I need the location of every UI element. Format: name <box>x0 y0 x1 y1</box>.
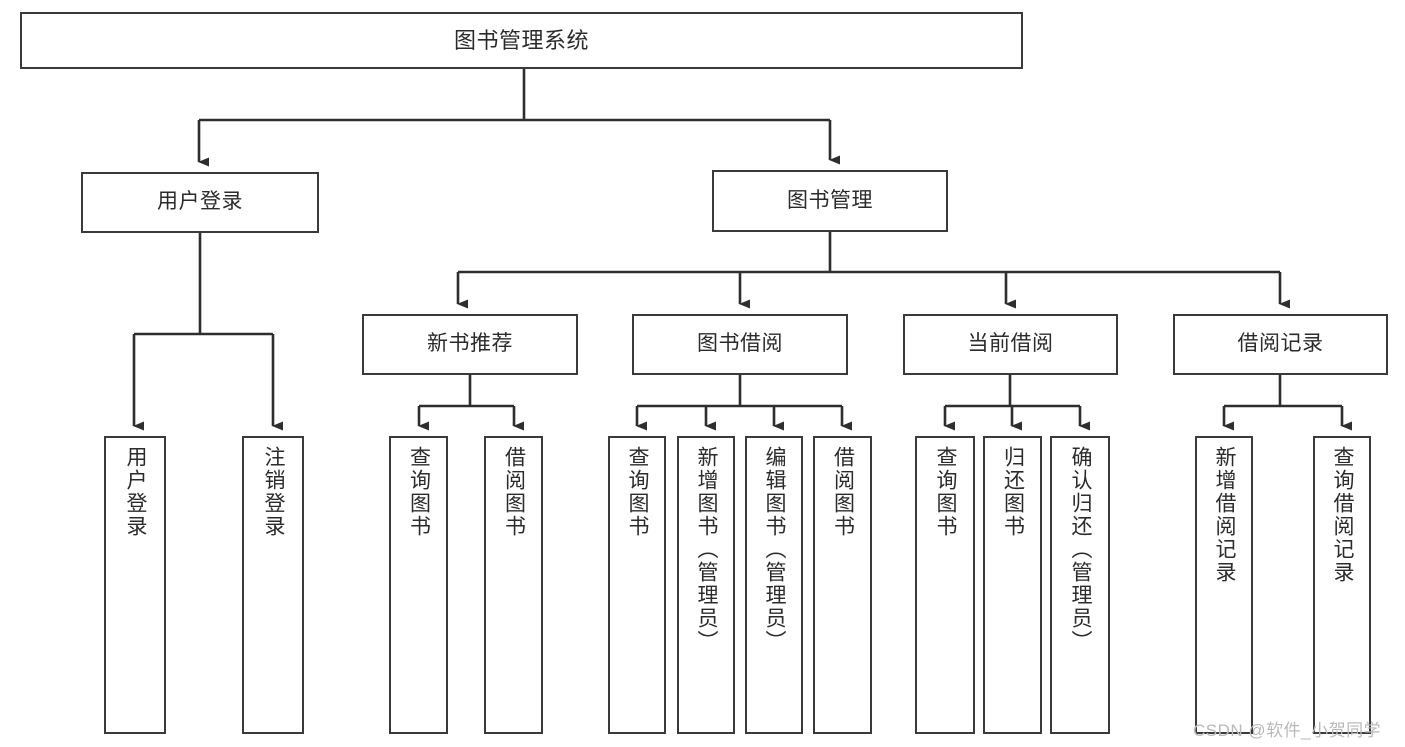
node-label: 新增借阅记录 <box>1213 446 1237 584</box>
node-new-book-recommendation[interactable]: 新书推荐 <box>362 314 578 375</box>
node-book-borrowing[interactable]: 图书借阅 <box>632 314 848 375</box>
node-label: 用户登录 <box>157 190 243 214</box>
node-current-borrowing[interactable]: 当前借阅 <box>903 314 1118 375</box>
node-leaf-borrow-book-recommend[interactable]: 借阅图书 <box>484 436 543 734</box>
node-leaf-user-login[interactable]: 用户登录 <box>104 436 166 734</box>
node-borrowing-record[interactable]: 借阅记录 <box>1173 314 1388 375</box>
node-leaf-query-borrow-record[interactable]: 查询借阅记录 <box>1313 436 1371 734</box>
node-leaf-add-book-admin[interactable]: 新增图书（管理员） <box>677 436 735 734</box>
node-label: 图书借阅 <box>697 332 783 356</box>
node-label: 借阅图书 <box>502 446 526 538</box>
node-label: 查询图书 <box>407 446 431 538</box>
node-leaf-query-book-current[interactable]: 查询图书 <box>915 436 975 734</box>
csdn-watermark: CSDN @软件_小贺同学 <box>1193 721 1382 740</box>
node-leaf-logout[interactable]: 注销登录 <box>242 436 304 734</box>
node-label: 借阅记录 <box>1237 332 1324 356</box>
node-leaf-add-borrow-record[interactable]: 新增借阅记录 <box>1195 436 1253 734</box>
node-label: 新书推荐 <box>427 332 513 356</box>
node-book-management-system[interactable]: 图书管理系统 <box>20 12 1023 69</box>
node-book-management[interactable]: 图书管理 <box>712 170 948 232</box>
node-leaf-query-book-borrowing[interactable]: 查询图书 <box>608 436 666 734</box>
node-label: 查询图书 <box>626 446 650 538</box>
node-label: 用户登录 <box>124 446 148 538</box>
node-label: 图书管理系统 <box>453 27 589 53</box>
node-user-login[interactable]: 用户登录 <box>81 172 319 233</box>
node-leaf-confirm-return-admin[interactable]: 确认归还（管理员） <box>1050 436 1110 734</box>
node-label: 确认归还（管理员） <box>1069 446 1093 653</box>
node-label: 查询图书 <box>934 446 958 538</box>
node-label: 图书管理 <box>787 188 873 212</box>
node-leaf-query-book-recommend[interactable]: 查询图书 <box>389 436 448 734</box>
node-leaf-return-book[interactable]: 归还图书 <box>983 436 1042 734</box>
node-label: 借阅图书 <box>831 446 855 538</box>
node-leaf-borrow-book-borrowing[interactable]: 借阅图书 <box>813 436 872 734</box>
node-label: 注销登录 <box>262 446 286 538</box>
node-label: 查询借阅记录 <box>1331 446 1355 584</box>
node-label: 编辑图书（管理员） <box>763 446 787 653</box>
node-label: 当前借阅 <box>967 332 1054 356</box>
node-label: 新增图书（管理员） <box>695 446 719 653</box>
node-leaf-edit-book-admin[interactable]: 编辑图书（管理员） <box>745 436 803 734</box>
node-label: 归还图书 <box>1001 446 1025 538</box>
